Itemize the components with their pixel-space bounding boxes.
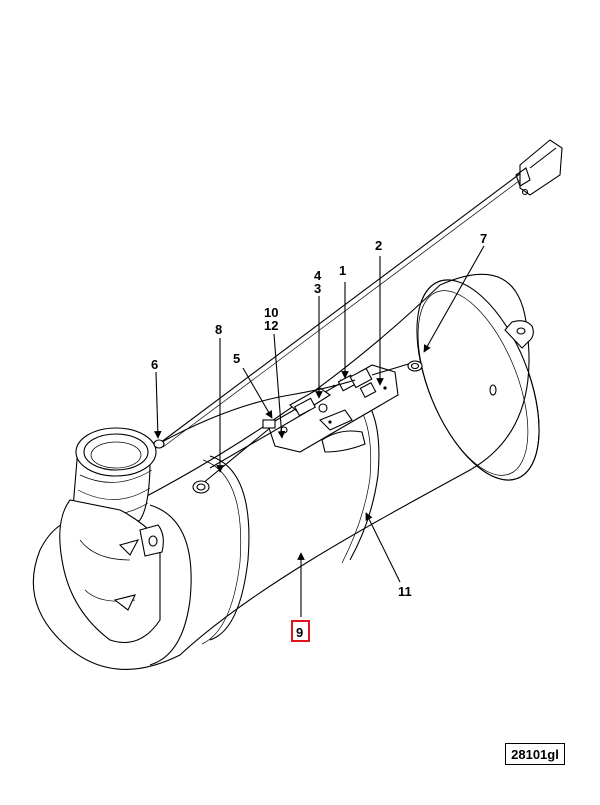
leader-5	[242, 367, 273, 419]
sensor-cables	[159, 169, 528, 485]
callout-12: 12	[264, 318, 278, 333]
leader-7	[423, 245, 485, 353]
sensor-fittings	[153, 360, 423, 494]
highlight-box-callout-9	[291, 620, 310, 642]
leader-12	[273, 333, 286, 439]
callout-5: 5	[233, 351, 240, 366]
callout-3: 3	[314, 281, 321, 296]
leader-11	[365, 512, 401, 583]
callout-9: 9	[296, 625, 303, 640]
callout-2: 2	[375, 238, 382, 253]
callout-1: 1	[339, 263, 346, 278]
callout-11: 11	[398, 584, 412, 599]
callout-7: 7	[480, 231, 487, 246]
callout-10: 10	[264, 305, 278, 320]
callout-8: 8	[215, 322, 222, 337]
leader-lines	[153, 245, 485, 617]
callout-4: 4	[314, 268, 322, 283]
leader-6	[153, 371, 162, 439]
figure-reference-label: 28101gl	[505, 743, 565, 765]
sensor-module	[515, 139, 563, 196]
mount-tab-rear	[504, 320, 534, 349]
sensor-bracket	[267, 364, 399, 453]
callout-labels: 1 2 3 4 5 6 7 8 9 10 11 12	[151, 231, 487, 640]
inlet-pipe	[59, 427, 164, 644]
callout-6: 6	[151, 357, 158, 372]
